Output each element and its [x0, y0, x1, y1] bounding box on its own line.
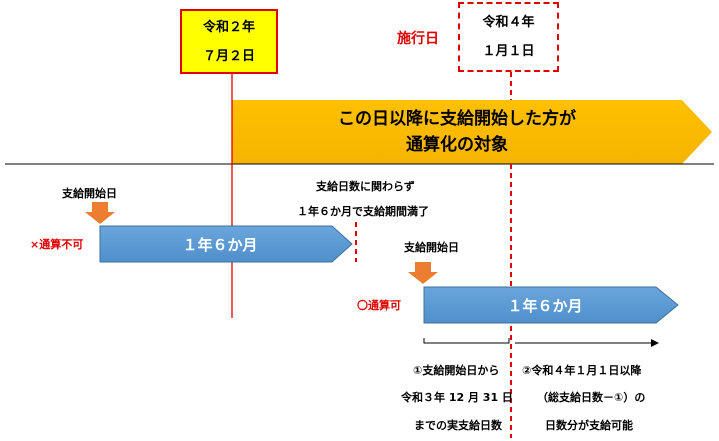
banner-line: この日以降に支給開始した方が: [338, 109, 576, 129]
date-line: 令和４年: [482, 15, 535, 30]
start-date-label: 支給開始日: [404, 241, 459, 254]
footnote-right-line: （総支給日数－①）の: [537, 391, 646, 404]
status-allowed: 〇通算可: [357, 299, 401, 312]
date-box-effective: 令和４年 １月１日: [458, 2, 559, 72]
date-line: 令和２年: [202, 19, 255, 35]
start-arrow-icon: [85, 202, 115, 224]
footnote-left-line: ①支給開始日から: [413, 364, 500, 377]
footnote-right-line: 日数分が支給可能: [545, 419, 633, 432]
expiry-note-line: 支給日数に関わらず: [316, 180, 415, 193]
banner-text: この日以降に支給開始した方が 通算化の対象: [232, 100, 682, 164]
duration-label: １年６か月: [507, 296, 583, 315]
effective-date-label: 施行日: [397, 31, 439, 47]
footnote-right-line: ②令和４年１月１日以降: [522, 364, 642, 377]
banner-arrow: [232, 100, 712, 164]
start-arrow-icon: [408, 262, 438, 284]
banner-line: 通算化の対象: [406, 135, 508, 155]
duration-bar-allowed: [423, 286, 679, 324]
date-line: ７月２日: [202, 48, 255, 64]
start-date-label: 支給開始日: [62, 187, 117, 200]
bracket: [423, 338, 510, 344]
status-not-allowed: ×通算不可: [30, 238, 84, 251]
duration-label: １年６か月: [182, 235, 258, 254]
footnote-left-line: 令和３年 12 月 31 日: [401, 391, 513, 404]
date-line: １月１日: [482, 44, 535, 59]
footnote-left-line: までの実支給日数: [414, 419, 502, 432]
date-box-reiwa2: 令和２年 ７月２日: [180, 9, 278, 74]
expiry-note-line: １年６か月で支給期間満了: [297, 205, 429, 218]
duration-bar-not-allowed: [99, 225, 353, 263]
